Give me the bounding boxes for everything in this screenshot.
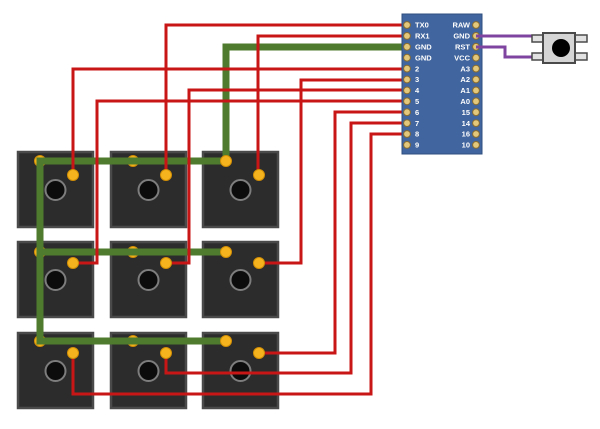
wire-5-to-key-row2-col1 [73,99,407,265]
board-pin-left-TX0-0 [403,21,411,29]
key-signal-pin-r1c1 [67,169,79,181]
board-pin-left-GND-3 [403,53,411,62]
key-cap-r3c3 [229,360,252,382]
board-pin-left-7-9 [403,119,411,127]
pin-label-left-2-4: 2 [415,64,419,73]
wire-GND-to-keypad-ground-bus [36,43,407,345]
wire-RST-to-push-button-bottom-left-leg [476,45,537,59]
board-pin-left-GND-2 [403,42,411,51]
pin-label-left-6-8: 6 [415,108,419,117]
pin-label-right-GND-1: GND [453,32,470,41]
pin-label-left-5-7: 5 [415,97,419,106]
pin-label-left-8-10: 8 [415,130,419,139]
key-ground-pin-r1c3 [220,155,232,167]
wire-2-to-key-row1-col1 [71,67,407,175]
reset-push-button [531,32,588,64]
key-signal-pin-r1c2 [160,169,172,181]
signal-wires [71,23,407,396]
board-pin-left-9-11 [403,141,411,149]
pin-label-right-RST-2: RST [455,43,470,52]
board-pin-left-8-10 [403,130,411,138]
key-cap-r1c1 [44,179,67,201]
key-cap-r1c2 [137,179,160,201]
wire-8-to-key-row3-col1 [71,132,407,396]
wire-3-to-key-row2-col3 [259,78,407,265]
pin-label-right-14-9: 14 [462,119,471,128]
pin-label-right-A1-6: A1 [460,86,470,95]
board-pin-right-10-11 [472,141,480,149]
ground-wires [36,43,407,345]
key-cap-r2c2 [137,269,160,291]
keypad-grid [16,150,280,410]
board-pin-labels: TX0RX1GNDGND23456789RAWGNDRSTVCCA3A2A1A0… [415,21,471,150]
key-ground-pin-r2c3 [220,246,232,258]
key-ground-pin-r3c3 [220,335,232,347]
board-pin-right-16-10 [472,130,480,138]
wire-TX0-to-key-row1-col2 [164,23,407,175]
reset-wires [476,34,537,59]
pin-label-left-9-11: 9 [415,141,419,150]
pin-label-left-GND-3: GND [415,53,432,62]
pin-label-right-A3-4: A3 [460,64,470,73]
pin-label-left-TX0-0: TX0 [415,21,429,30]
wire-4-to-key-row2-col2 [166,88,407,265]
pro-micro-board: TX0RX1GNDGND23456789RAWGNDRSTVCCA3A2A1A0… [401,13,483,155]
board-pin-left-2-4 [403,64,411,73]
board-pin-right-A3-4 [472,64,480,73]
wire-6-to-key-row3-col3 [259,110,407,355]
wire-RX1-to-key-row1-col3 [256,34,407,175]
key-cap-r2c1 [44,269,67,291]
key-signal-pin-r2c1 [67,257,79,269]
board-pin-left-RX1-1 [403,32,411,40]
key-signal-pin-r2c3 [253,257,265,269]
pin-label-right-A2-5: A2 [460,75,470,84]
pin-label-right-A0-7: A0 [460,97,470,106]
pin-label-left-7-9: 7 [415,119,419,128]
pin-label-right-RAW-0: RAW [453,21,471,30]
wire-7-to-key-row3-col2 [164,121,407,375]
board-pin-right-15-8 [472,108,480,117]
pin-label-right-16-10: 16 [462,130,470,139]
board-pin-right-A0-7 [472,97,480,106]
board-pin-right-14-9 [472,119,480,127]
key-signal-pin-r3c3 [253,347,265,359]
pin-label-left-GND-2: GND [415,43,432,52]
keypad-ground-pins-col3 [220,155,232,347]
board-body [401,13,483,155]
key-cap-r3c1 [44,360,67,382]
board-pin-left-3-5 [403,75,411,84]
key-signal-pin-r3c2 [160,347,172,359]
keypad-signal-pins [67,169,265,359]
key-cap-r1c3 [229,179,252,201]
board-pin-left-4-6 [403,86,411,95]
pin-label-left-4-6: 4 [415,86,420,95]
board-pin-right-A1-6 [472,86,480,95]
key-cap-r3c2 [137,360,160,382]
pin-label-right-VCC-3: VCC [454,53,470,62]
pin-label-left-RX1-1: RX1 [415,32,430,41]
key-signal-pin-r3c1 [67,347,79,359]
push-button-plunger [552,39,570,57]
board-pin-right-A2-5 [472,75,480,84]
board-pin-right-VCC-3 [472,53,480,62]
board-pin-left-5-7 [403,97,411,106]
board-pin-left-6-8 [403,108,411,117]
pin-label-right-10-11: 10 [462,141,470,150]
key-signal-pin-r1c3 [253,169,265,181]
pin-label-left-3-5: 3 [415,75,419,84]
key-signal-pin-r2c2 [160,257,172,269]
pin-label-right-15-8: 15 [462,108,470,117]
key-cap-r2c3 [229,269,252,291]
board-pin-right-RAW-0 [472,21,480,29]
board-pin-dots [403,21,480,149]
